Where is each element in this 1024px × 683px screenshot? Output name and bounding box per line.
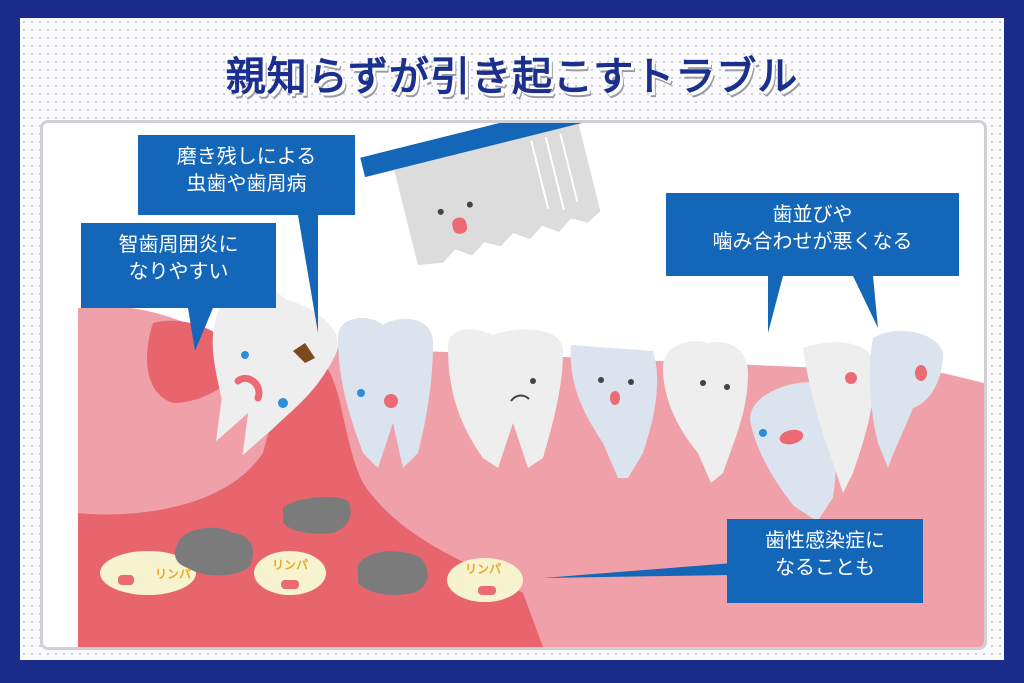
toothbrush xyxy=(360,123,734,265)
dental-illustration: リンパ リンパ リンパ xyxy=(78,123,984,647)
lymph-label: リンパ xyxy=(155,567,191,581)
callout-infection: 歯性感染症に なることも xyxy=(727,519,923,603)
callout-line: 磨き残しによる xyxy=(176,144,317,168)
illustration-panel: リンパ リンパ リンパ 磨き残しによる 虫歯や歯周病 智歯周囲炎に なりやすい … xyxy=(40,120,987,650)
lymph-label: リンパ xyxy=(272,558,308,572)
callout-line: 智歯周囲炎に xyxy=(118,232,239,256)
callout-line: 噛み合わせが悪くなる xyxy=(712,229,913,253)
callout-line: なりやすい xyxy=(128,259,229,283)
tooth-7 xyxy=(803,342,874,493)
brush-mouth xyxy=(452,217,468,234)
callout-pericoronitis: 智歯周囲炎に なりやすい xyxy=(81,223,276,308)
bacteria-3 xyxy=(358,551,428,595)
cavity xyxy=(293,343,315,363)
bacteria-1 xyxy=(175,527,253,576)
tooth-4 xyxy=(570,345,658,478)
lymph-label: リンパ xyxy=(465,562,501,576)
callout-line: 虫歯や歯周病 xyxy=(186,171,307,195)
tooth-5 xyxy=(663,341,748,483)
tear-drop xyxy=(241,351,249,359)
callout-brushing: 磨き残しによる 虫歯や歯周病 xyxy=(138,135,355,215)
callout-alignment: 歯並びや 噛み合わせが悪くなる xyxy=(666,193,959,276)
tooth-6 xyxy=(750,382,836,522)
bacteria-2 xyxy=(283,497,351,534)
tooth-8 xyxy=(869,330,943,468)
brush-eye xyxy=(437,208,444,215)
gum-right xyxy=(923,373,943,573)
toothbrush-bristles xyxy=(394,123,601,265)
lymph-node-1: リンパ xyxy=(100,551,196,595)
lymph-node-3: リンパ xyxy=(447,558,523,602)
tear-drop xyxy=(278,398,288,408)
toothbrush-handle xyxy=(360,123,734,178)
page-title: 親知らずが引き起こすトラブル xyxy=(225,54,799,100)
lymph-node-2: リンパ xyxy=(254,551,326,595)
callout-line: なることも xyxy=(775,555,875,579)
tooth-3 xyxy=(448,329,563,468)
callout-line: 歯性感染症に xyxy=(765,528,885,552)
brush-eye xyxy=(466,201,473,208)
callout-tail-infection xyxy=(543,563,733,578)
callout-line: 歯並びや xyxy=(772,202,853,226)
tooth-mouth xyxy=(234,374,263,402)
tooth-2 xyxy=(338,318,433,468)
